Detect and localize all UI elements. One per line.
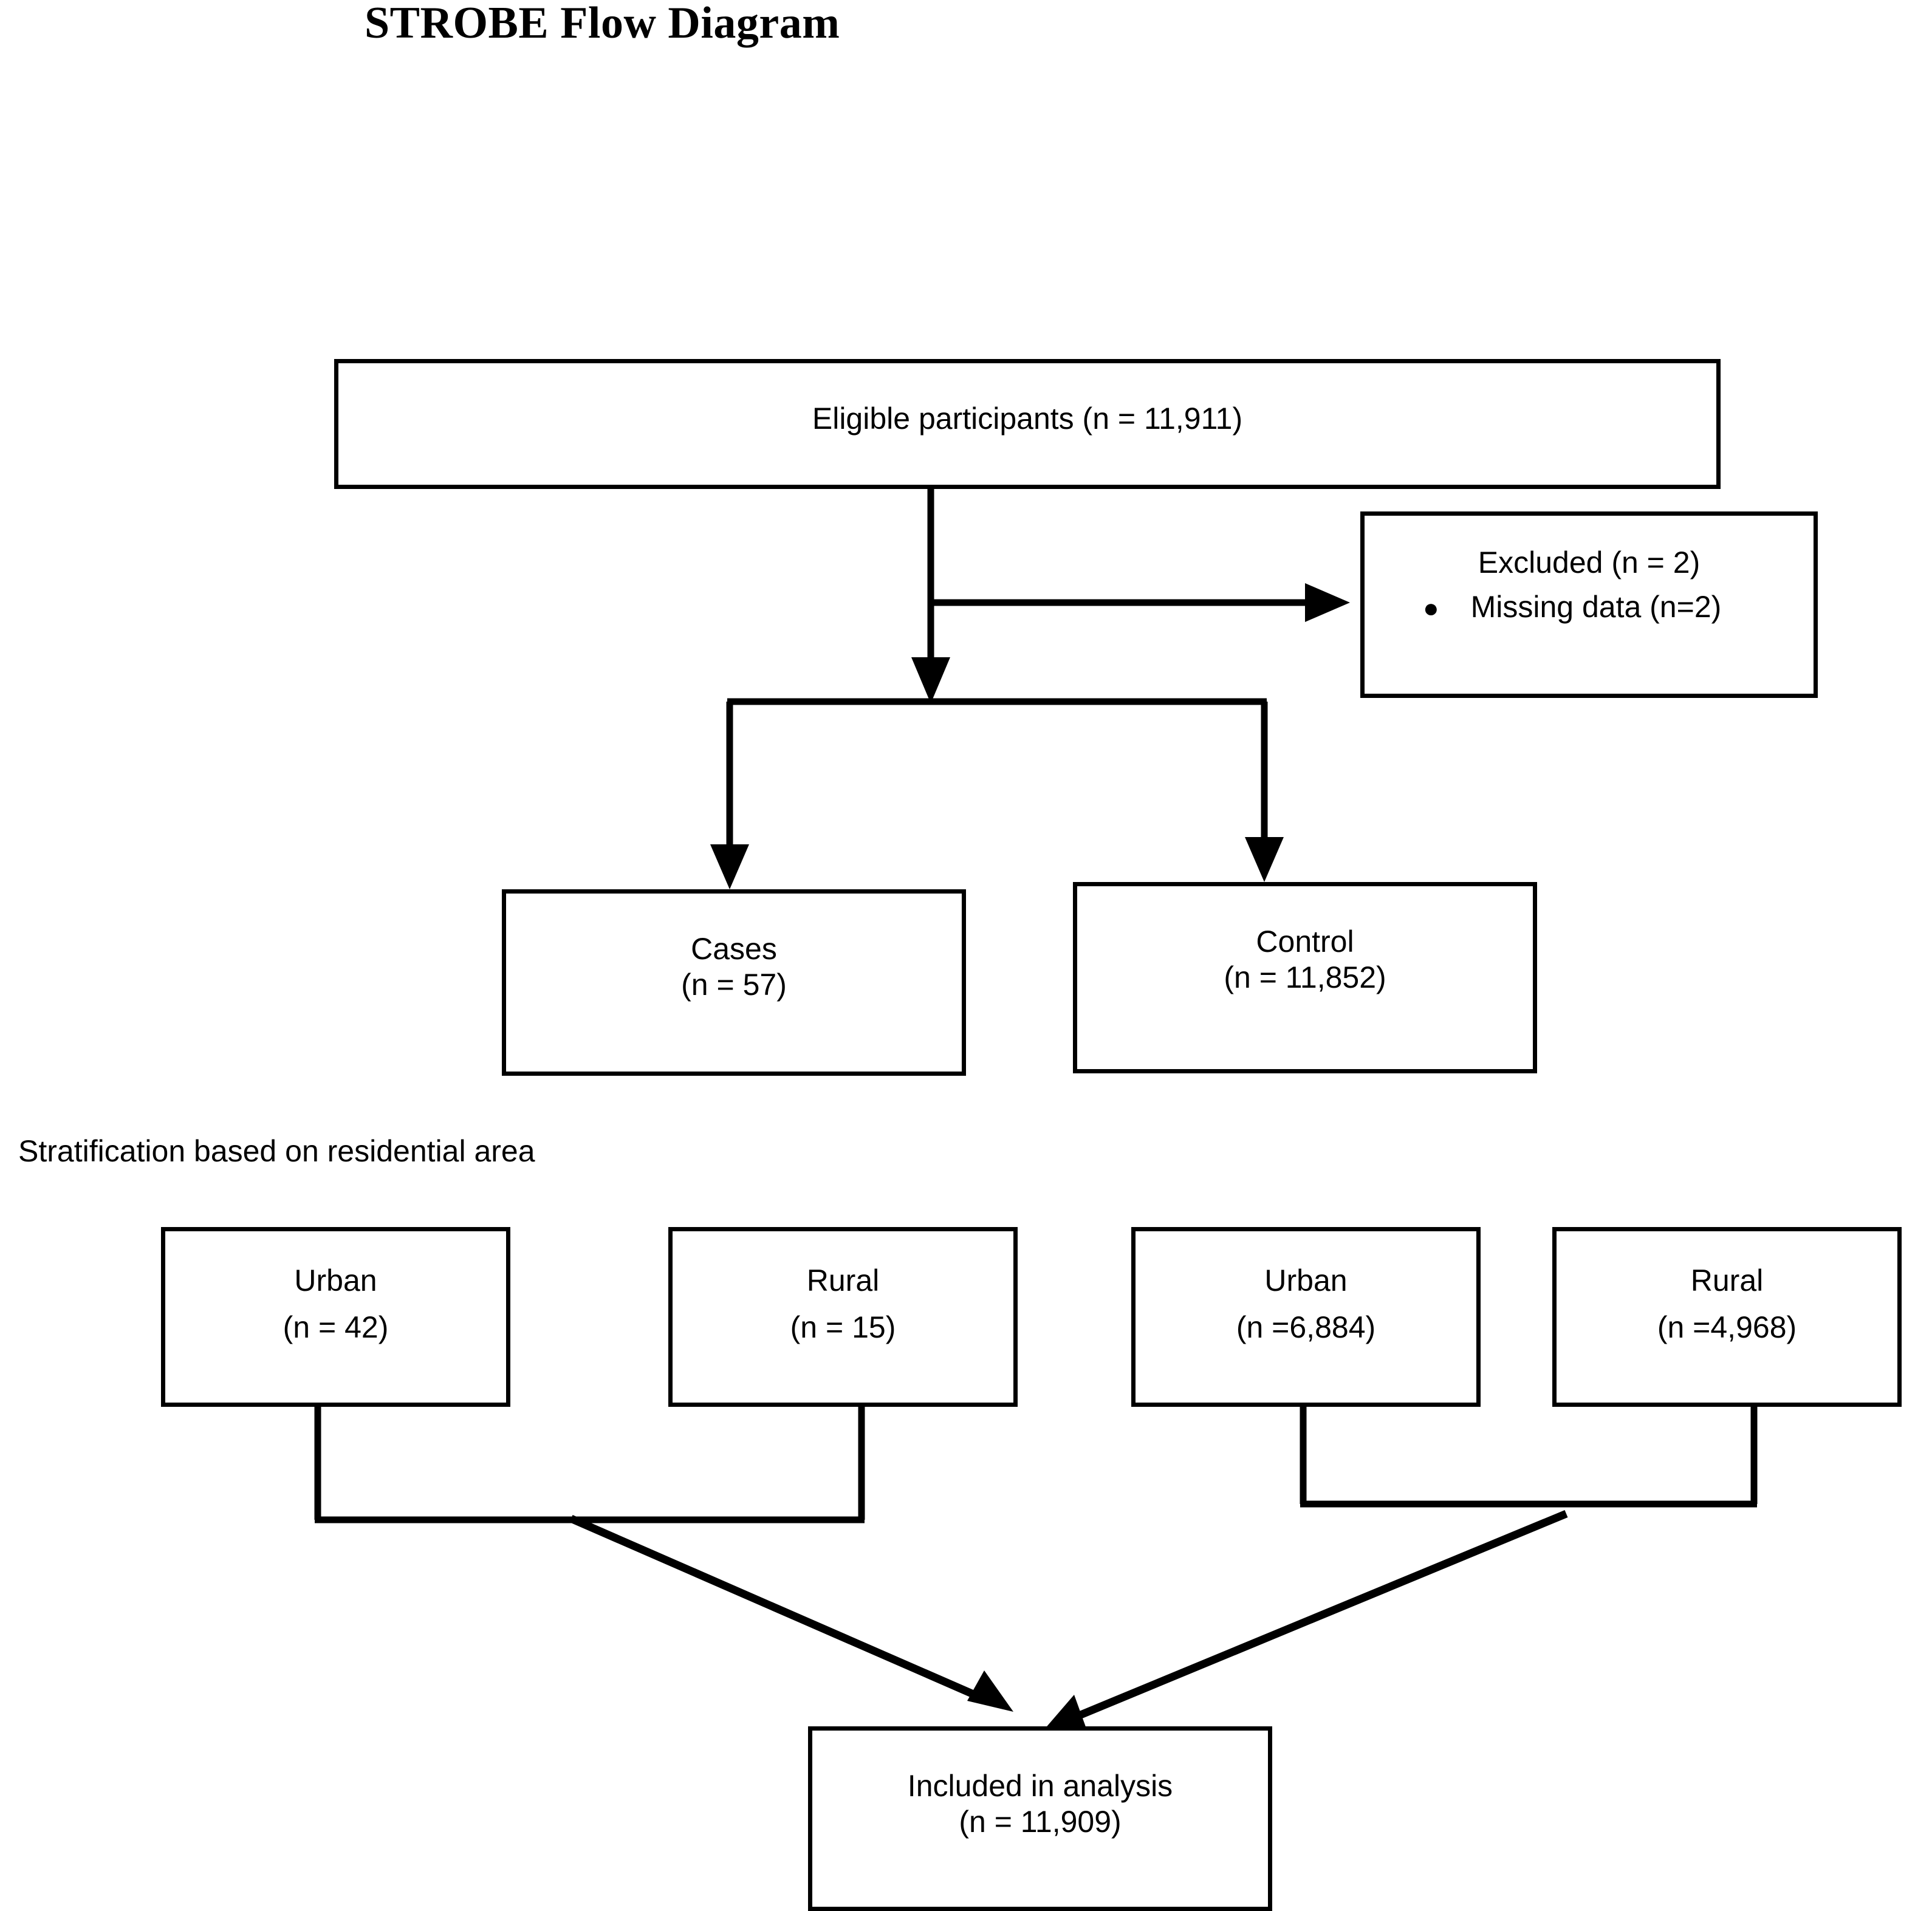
cases-count: (n = 57) (681, 968, 787, 1002)
cases-urban-label: Urban (294, 1263, 377, 1297)
cases-urban-count: (n = 42) (283, 1310, 389, 1344)
node-cases-rural: Rural (n = 15) (668, 1227, 1018, 1407)
included-label: Included in analysis (907, 1769, 1173, 1803)
node-excluded: Excluded (n = 2) ● Missing data (n=2) (1360, 511, 1818, 698)
node-control-urban: Urban (n =6,884) (1131, 1227, 1481, 1407)
arrowhead-to-excluded (1305, 583, 1350, 622)
excluded-bullet-text: Missing data (n=2) (1470, 590, 1722, 624)
control-urban-label: Urban (1264, 1263, 1348, 1297)
arrowhead-to-cases (710, 844, 749, 889)
connector-control-to-included (1069, 1509, 1568, 1723)
node-cases-urban: Urban (n = 42) (161, 1227, 510, 1407)
cases-rural-count: (n = 15) (790, 1310, 896, 1344)
control-count: (n = 11,852) (1224, 960, 1386, 994)
excluded-title: Excluded (n = 2) (1478, 545, 1701, 579)
page-title: STROBE Flow Diagram (365, 0, 840, 48)
eligible-label: Eligible participants (n = 11,911) (812, 402, 1243, 436)
control-rural-count: (n =4,968) (1657, 1310, 1797, 1344)
node-cases: Cases (n = 57) (502, 889, 966, 1076)
node-eligible-participants: Eligible participants (n = 11,911) (334, 359, 1721, 489)
connector-cases-to-included (569, 1515, 990, 1704)
control-rural-label: Rural (1690, 1263, 1764, 1297)
arrowhead-to-control (1245, 837, 1284, 882)
included-count: (n = 11,909) (959, 1805, 1122, 1839)
node-control: Control (n = 11,852) (1073, 882, 1537, 1073)
control-label: Control (1256, 925, 1354, 959)
arrowhead-cases-to-included (967, 1670, 1013, 1712)
bullet-icon: ● (1423, 593, 1439, 623)
cases-label: Cases (691, 932, 777, 966)
stratification-caption: Stratification based on residential area (18, 1134, 535, 1168)
node-control-rural: Rural (n =4,968) (1552, 1227, 1902, 1407)
control-urban-count: (n =6,884) (1236, 1310, 1376, 1344)
arrowhead-eligible-to-split (911, 657, 950, 703)
excluded-bullet-row: ● Missing data (n=2) (1365, 589, 1814, 625)
cases-rural-label: Rural (806, 1263, 880, 1297)
node-included-in-analysis: Included in analysis (n = 11,909) (808, 1726, 1272, 1911)
